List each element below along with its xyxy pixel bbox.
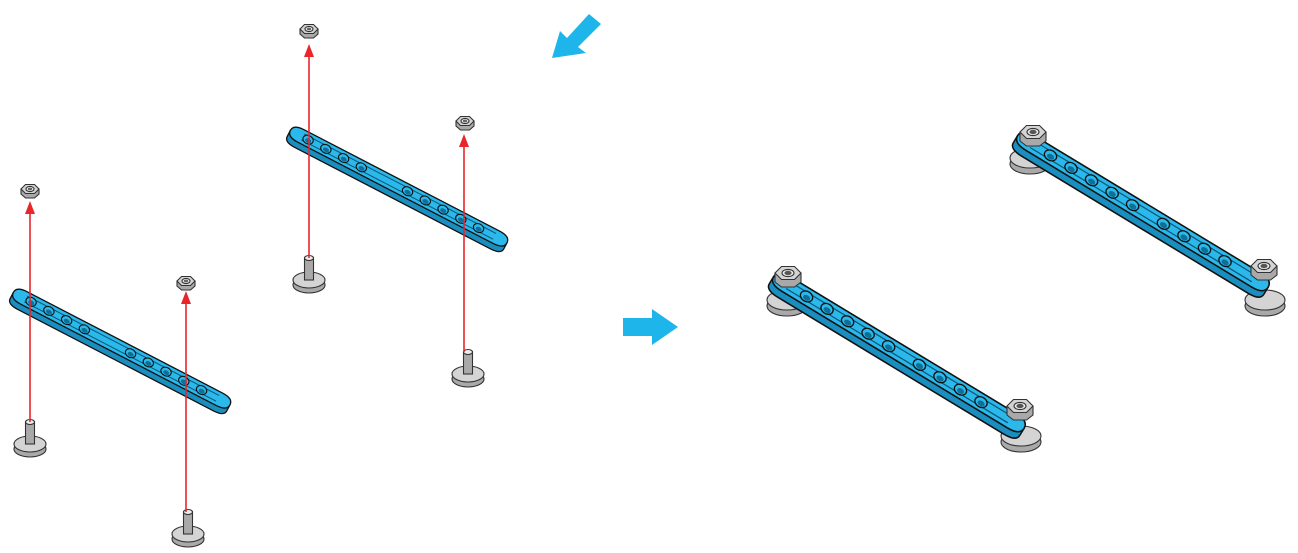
hex-nut-icon [21, 185, 39, 199]
hex-nut-icon [1007, 400, 1033, 421]
bolt-icon [452, 350, 484, 388]
perforated-beam-icon [7, 286, 233, 416]
exploded-assembly-a [7, 185, 233, 548]
assembled-beam-upper [1010, 126, 1285, 317]
hex-nut-icon [456, 117, 474, 131]
bolt-icon [14, 420, 46, 458]
assembled-beam-lower [766, 267, 1041, 453]
perforated-beam-icon [766, 269, 1029, 441]
bolt-icon [293, 256, 325, 294]
perforated-beam-icon [284, 124, 510, 254]
bolt-icon [172, 510, 204, 548]
exploded-assembly-b [284, 25, 510, 388]
arrow-up-icon [459, 134, 469, 352]
arrow-down-left-icon [552, 14, 601, 58]
hex-nut-icon [1020, 126, 1046, 147]
hex-nut-icon [300, 25, 318, 39]
arrow-up-icon [181, 291, 191, 512]
perforated-beam-icon [1010, 128, 1273, 300]
arrow-right-icon [623, 309, 678, 345]
hex-nut-icon [775, 267, 801, 288]
hex-nut-icon [1251, 260, 1277, 281]
assembled-result [766, 126, 1285, 453]
hex-nut-icon [177, 277, 195, 291]
